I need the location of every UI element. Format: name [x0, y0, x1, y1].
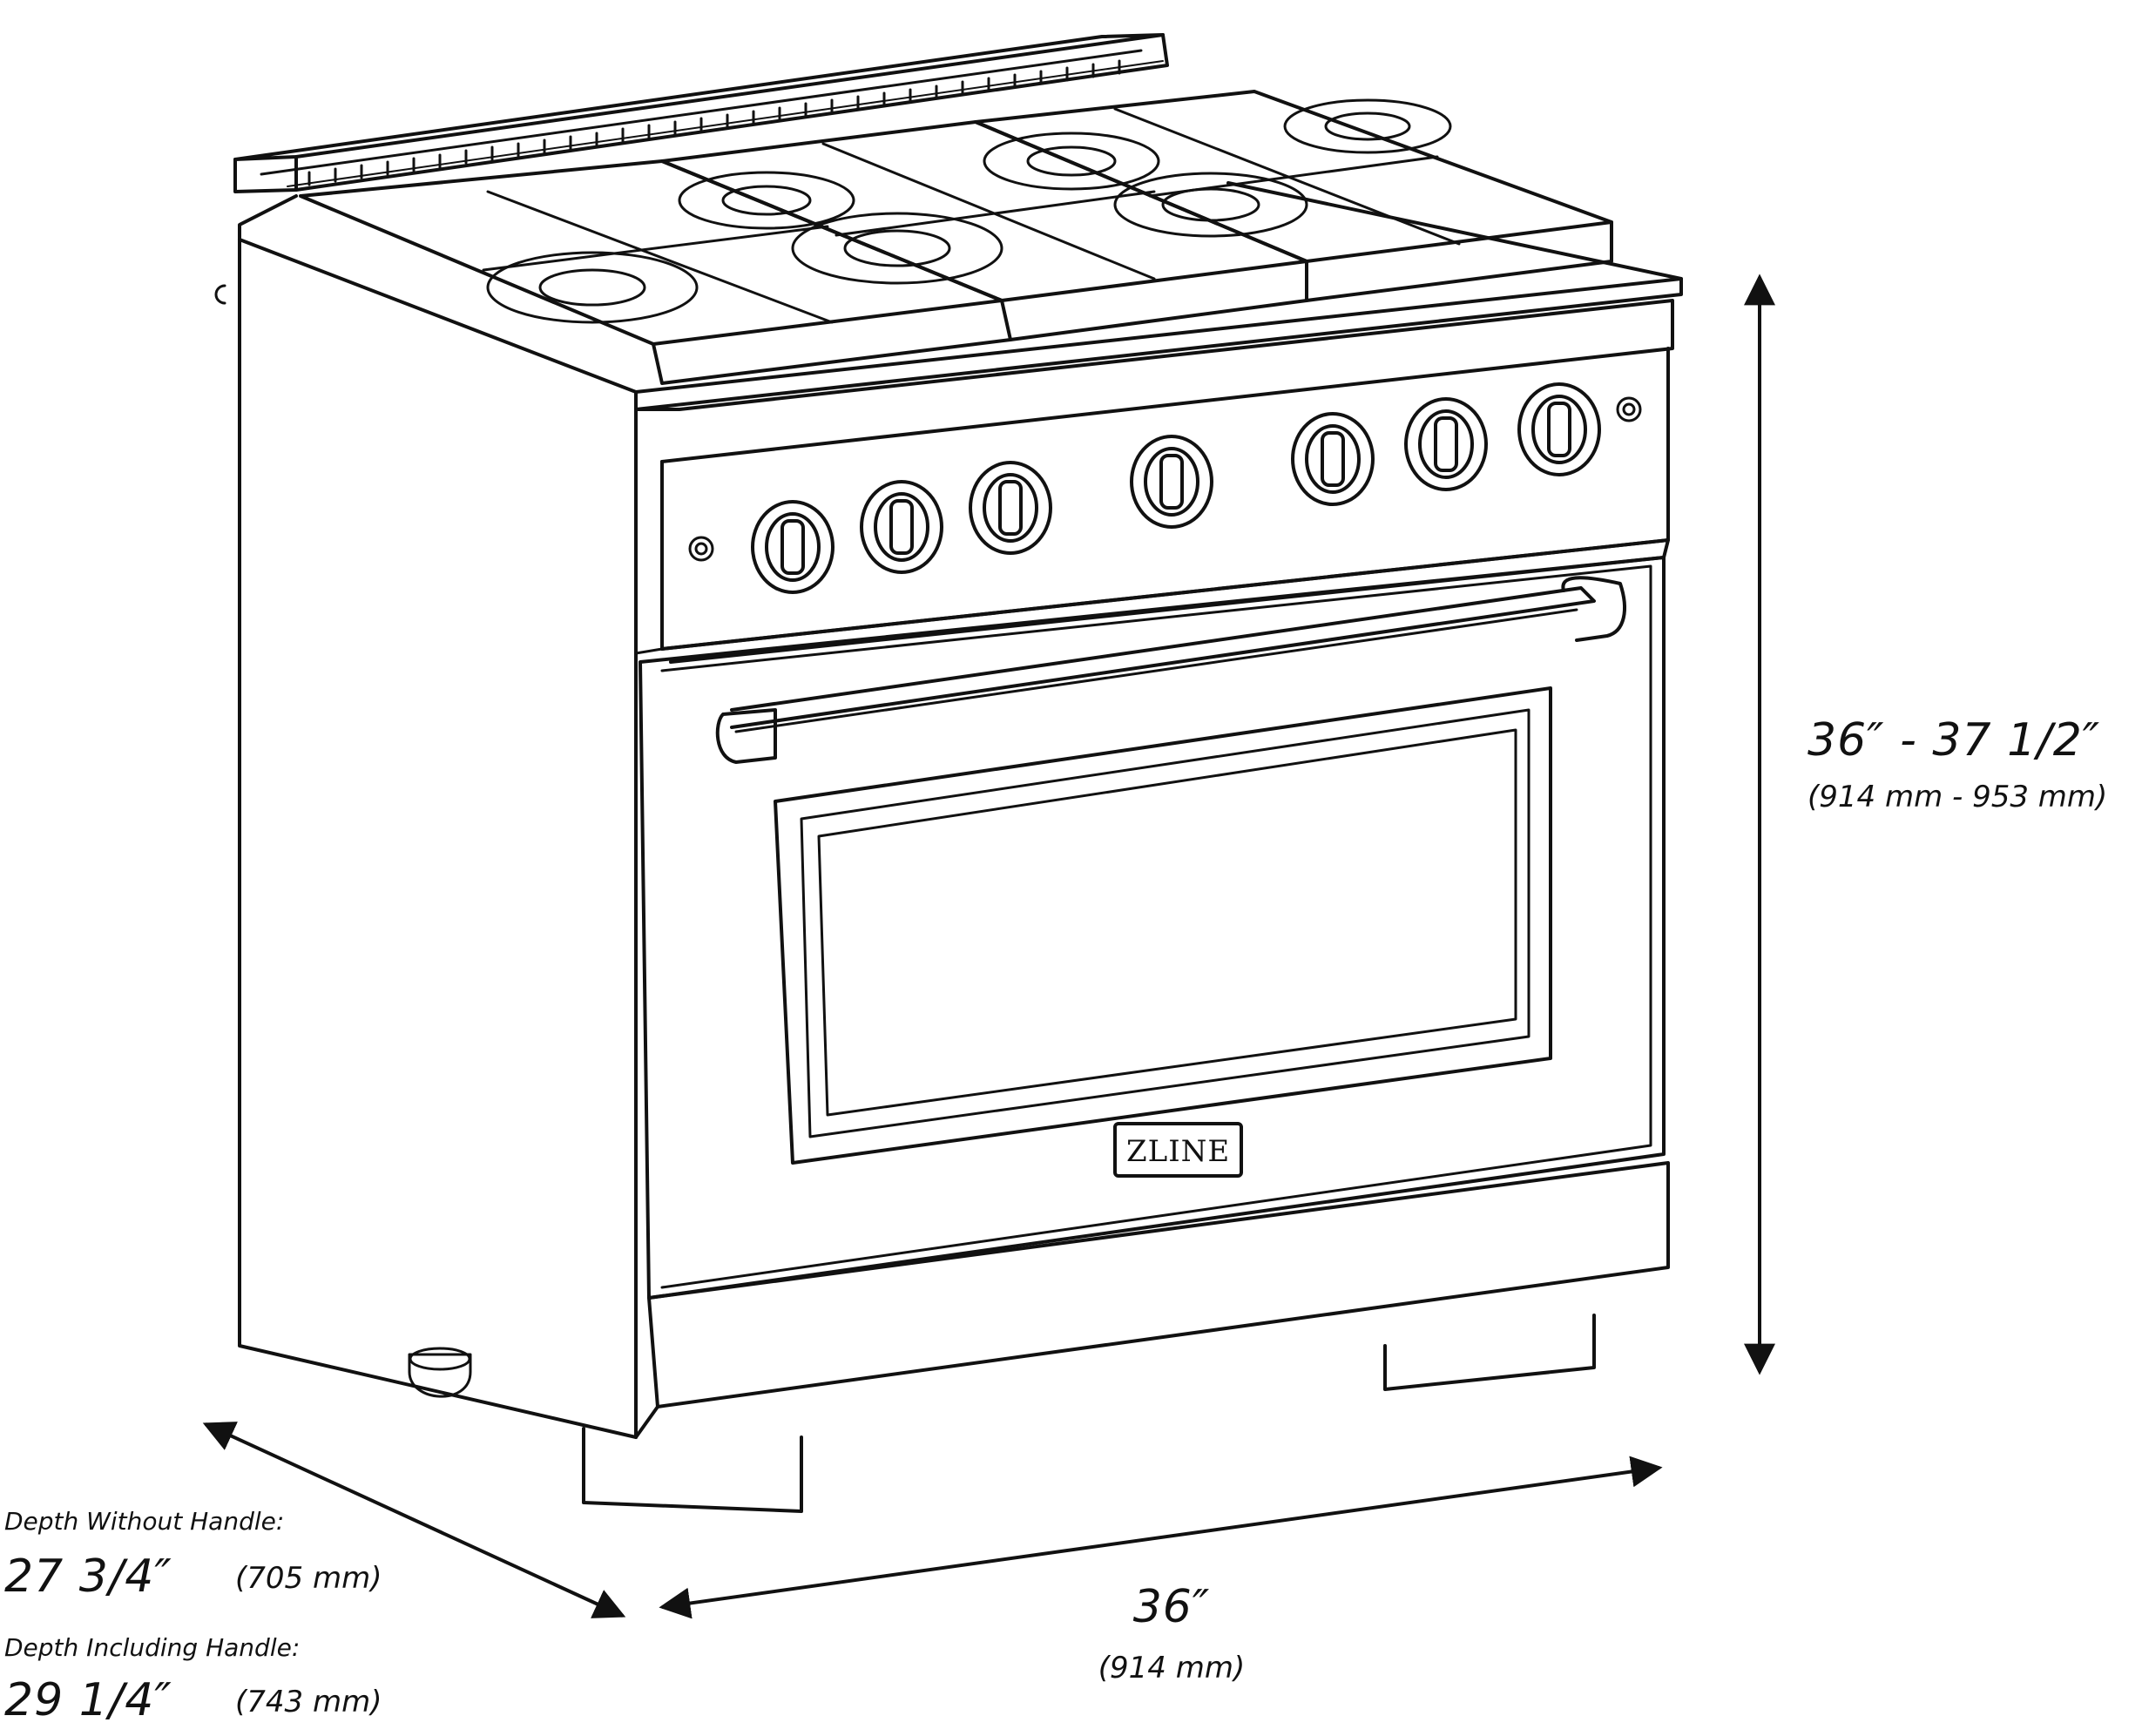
width-dimension-imperial: 36″	[1132, 1581, 1211, 1633]
width-dimension-metric: (914 mm)	[1098, 1651, 1246, 1685]
depth-including-handle-metric: (743 mm)	[235, 1685, 382, 1719]
depth-including-handle-imperial: 29 1/4″	[4, 1674, 172, 1726]
zline-logo: ZLINE	[1126, 1134, 1231, 1169]
depth-without-handle-metric: (705 mm)	[235, 1561, 382, 1596]
depth-without-handle-imperial: 27 3/4″	[4, 1550, 172, 1603]
oven-window	[774, 686, 1552, 1165]
burner-grates	[299, 90, 1613, 385]
oven-door	[639, 556, 1666, 1300]
double-headed-arrow-icon	[202, 274, 1775, 1619]
indicator-lights	[688, 396, 1642, 562]
rear-vent-slots	[307, 59, 1121, 186]
logo-badge	[1113, 1122, 1243, 1178]
side-panel	[214, 238, 638, 1439]
bottom-drawer	[634, 1161, 1670, 1439]
depth-including-handle-label: Depth Including Handle:	[4, 1633, 301, 1662]
cooktop-surface	[238, 181, 1683, 411]
rear-guard	[233, 33, 1169, 193]
burner-grate-icon	[486, 98, 1452, 324]
depth-without-handle-label: Depth Without Handle:	[4, 1507, 285, 1536]
control-knob-icon	[751, 382, 1601, 594]
front-feet	[408, 1314, 1596, 1513]
oven-door-handle	[715, 576, 1626, 764]
height-dimension-metric: (914 mm - 953 mm)	[1808, 780, 2108, 814]
height-dimension-imperial: 36″ - 37 1/2″	[1808, 714, 2101, 767]
